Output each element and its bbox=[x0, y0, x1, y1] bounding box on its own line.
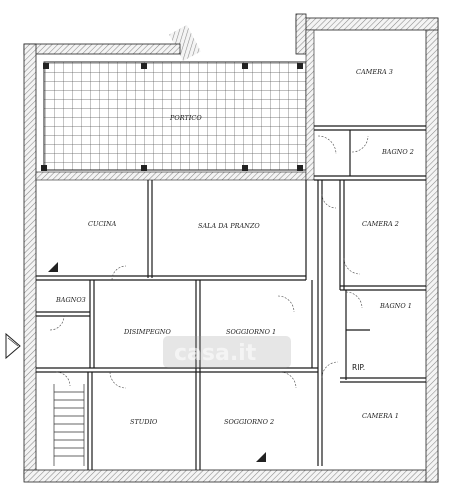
room-label-soggiorno-2: SOGGIORNO 2 bbox=[224, 418, 274, 426]
room-label-portico: PORTICO bbox=[169, 114, 202, 122]
fixtures bbox=[48, 262, 266, 462]
room-label-bagno-2: BAGNO 2 bbox=[381, 148, 414, 156]
room-label-rip: RIP. bbox=[352, 363, 365, 372]
door-swings bbox=[49, 135, 369, 389]
room-label-bagno3: BAGNO3 bbox=[55, 296, 86, 304]
room-label-soggiorno-1: SOGGIORNO 1 bbox=[226, 328, 276, 336]
portico-area bbox=[41, 25, 307, 171]
room-label-studio: STUDIO bbox=[130, 418, 158, 426]
watermark-text: casa.it bbox=[174, 341, 257, 366]
interior-walls bbox=[36, 125, 426, 470]
room-label-camera-3: CAMERA 3 bbox=[356, 68, 393, 76]
entrance-arrow-icon bbox=[5, 332, 21, 360]
room-label-camera-2: CAMERA 2 bbox=[362, 220, 399, 228]
room-label-sala-da-pranzo: SALA DA PRANZO bbox=[198, 222, 260, 230]
staircase bbox=[53, 384, 85, 466]
room-label-camera-1: CAMERA 1 bbox=[362, 412, 399, 420]
room-label-disimpegno: DISIMPEGNO bbox=[123, 328, 171, 336]
room-label-cucina: CUCINA bbox=[88, 220, 117, 228]
room-label-bagno-1: BAGNO 1 bbox=[379, 302, 412, 310]
watermark: casa.it bbox=[163, 336, 291, 368]
outer-walls bbox=[23, 13, 439, 483]
